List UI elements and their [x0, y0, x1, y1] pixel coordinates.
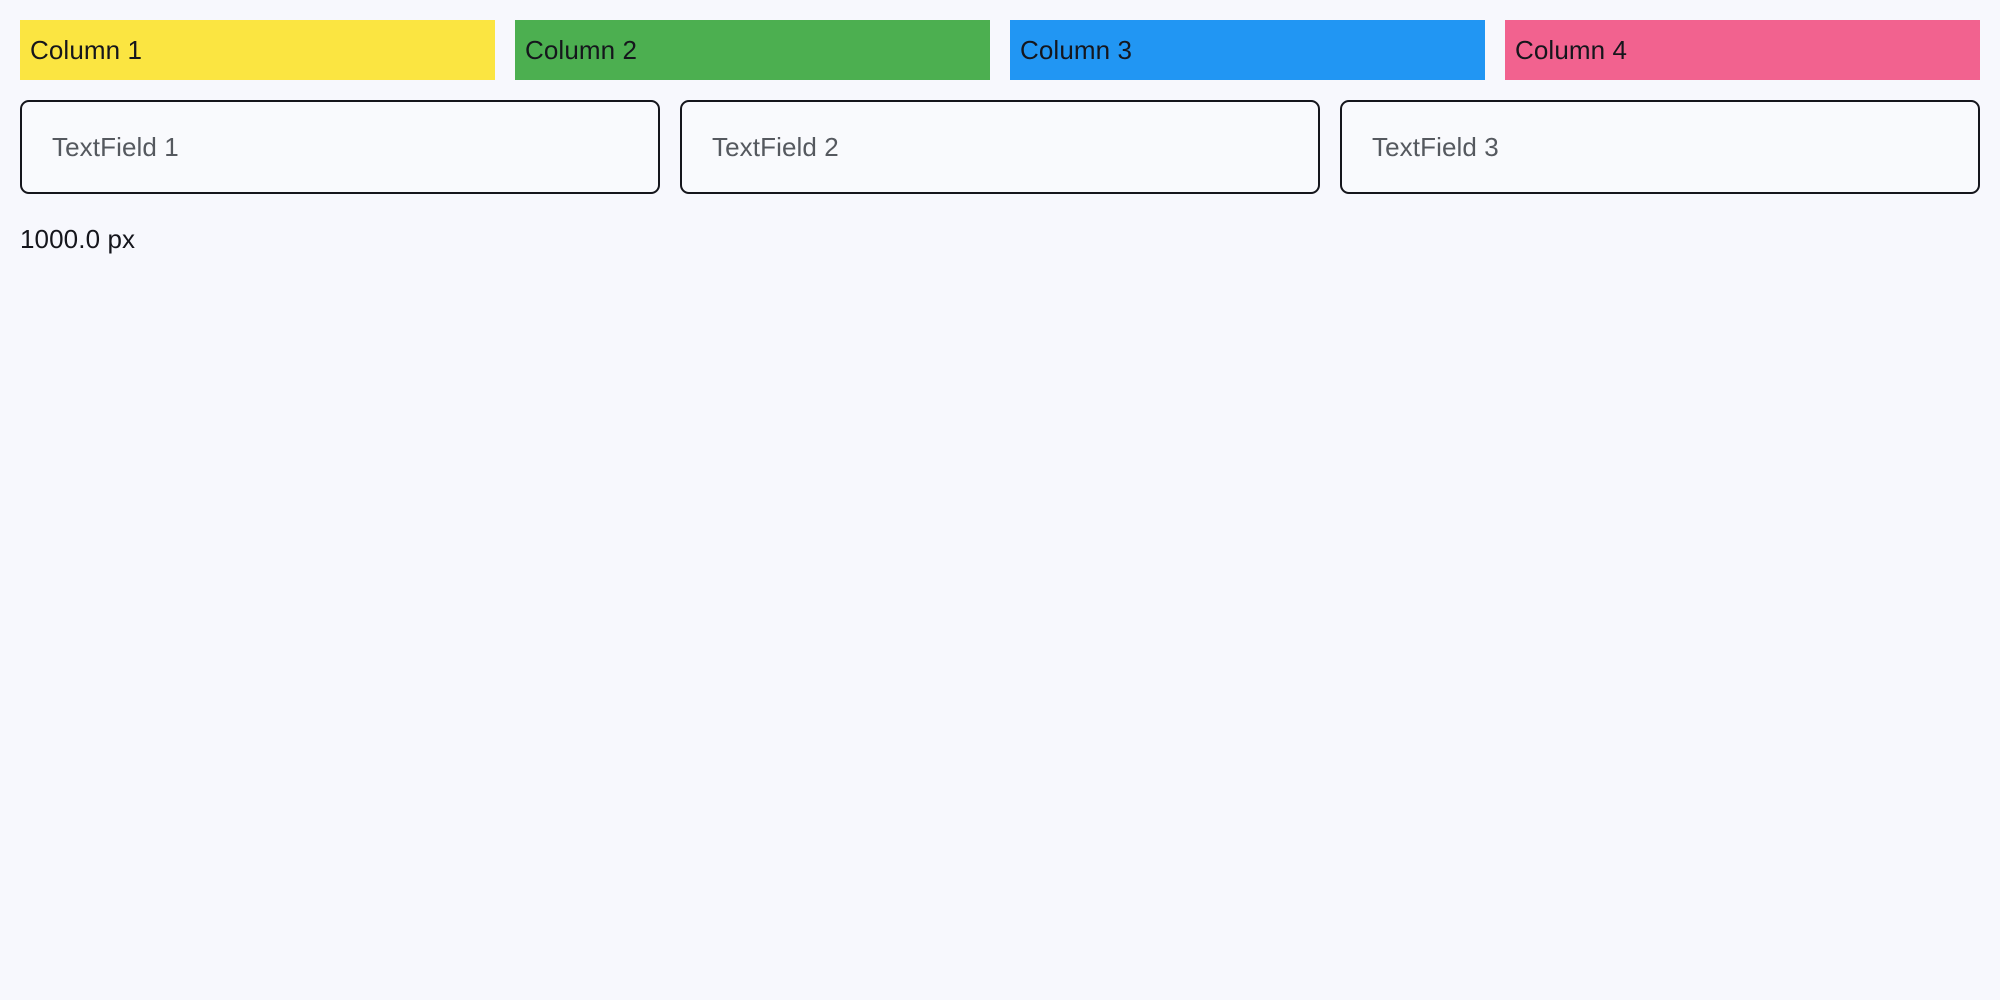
textfield-1-placeholder: TextField 1 [52, 132, 179, 162]
textfield-2[interactable]: TextField 2 [680, 100, 1320, 194]
textfield-row: TextField 1 TextField 2 TextField 3 [20, 100, 1980, 194]
column-label-4: Column 4 [1515, 35, 1628, 65]
column-block-1[interactable]: Column 1 [20, 20, 495, 80]
empty-content-area [0, 268, 2000, 1000]
textfield-1[interactable]: TextField 1 [20, 100, 660, 194]
column-block-2[interactable]: Column 2 [515, 20, 990, 80]
column-block-3[interactable]: Column 3 [1010, 20, 1485, 80]
column-header-row: Column 1 Column 2 Column 3 Column 4 [20, 20, 1980, 80]
measurement-label: 1000.0 px [20, 224, 136, 254]
textfield-2-placeholder: TextField 2 [712, 132, 839, 162]
textfield-3[interactable]: TextField 3 [1340, 100, 1980, 194]
column-label-2: Column 2 [525, 35, 638, 65]
column-label-1: Column 1 [30, 35, 143, 65]
column-block-4[interactable]: Column 4 [1505, 20, 1980, 80]
column-label-3: Column 3 [1020, 35, 1133, 65]
textfield-3-placeholder: TextField 3 [1372, 132, 1499, 162]
